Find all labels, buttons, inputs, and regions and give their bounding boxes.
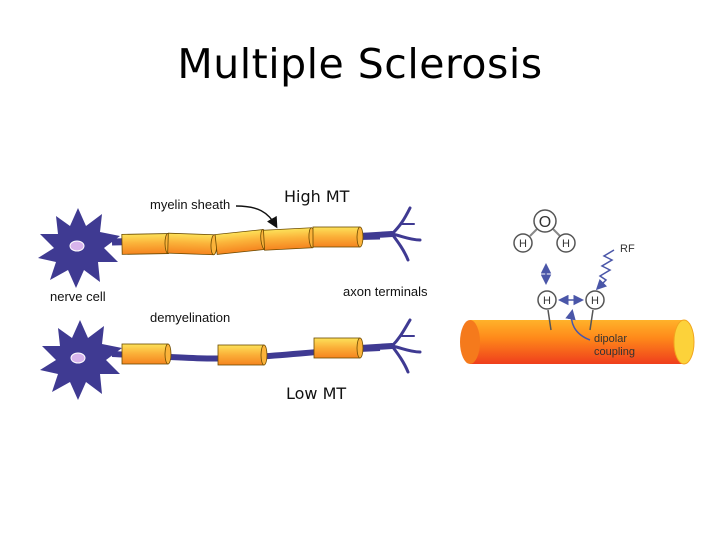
oxygen-label: O [539,214,551,231]
water-hydrogen-left [513,233,533,253]
bound-h-left-label: H [543,295,551,307]
high-mt-label: High MT [284,187,350,206]
bound-hydrogen-right [585,290,605,310]
axon-terminals-label: axon terminals [343,284,428,299]
rf-label: RF [620,243,635,255]
low-mt-label: Low MT [286,384,347,403]
dipolar-coupling-line2: coupling [594,346,635,358]
oxygen-atom [533,209,557,233]
myelin-pointer-arrow [235,205,278,229]
nerve-cell-label: nerve cell [50,289,106,304]
bound-hydrogen-left [537,290,557,310]
slide-title: Multiple Sclerosis [177,40,543,88]
demyelination-label: demyelination [150,310,231,325]
water-h-left-label: H [519,238,527,250]
water-molecule [513,209,576,253]
demyelinated-neuron [40,318,422,400]
macromolecule-cylinder [460,319,695,365]
bound-protons [537,290,605,331]
rf-pulse-arrow [595,249,615,291]
nerve-cell-body-bottom [40,320,122,400]
dipolar-coupling-label: dipolar coupling [594,333,635,359]
myelin-sheath-label: myelin sheath [150,197,231,212]
water-h-right-label: H [562,238,570,250]
dipolar-coupling-arrow [565,309,591,341]
dipolar-coupling-line1: dipolar [594,333,628,345]
mt-diagram: O H H H H [460,209,695,365]
myelin-segments-top [121,226,364,256]
water-hydrogen-right [556,233,576,253]
bound-h-right-label: H [591,295,599,307]
axon-terminals-bottom [357,318,422,374]
axon-terminals-top [357,206,422,262]
myelinated-neuron [38,205,422,288]
nerve-cell-body-top [38,208,120,288]
myelin-segments-bottom [121,337,364,366]
